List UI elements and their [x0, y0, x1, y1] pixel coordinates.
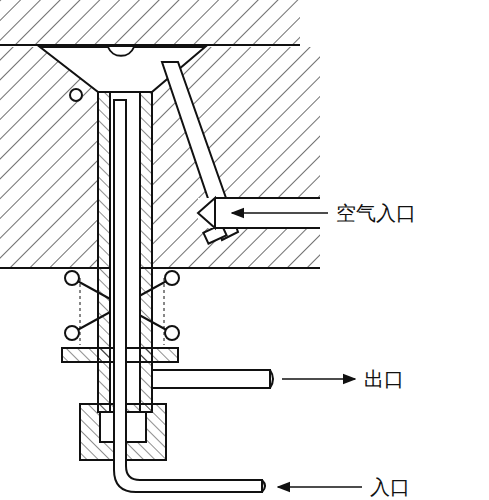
top-plate [0, 0, 300, 44]
air-inlet-arrow [232, 212, 328, 214]
o-ring [70, 89, 82, 101]
inlet-arrow [278, 486, 362, 488]
body-edge [0, 267, 320, 269]
seat-ball [108, 47, 134, 56]
part-label: 出口 [362, 368, 406, 390]
valve-body [0, 47, 320, 268]
inlet-pipe [114, 100, 262, 492]
part-label: 入口 [368, 476, 412, 498]
outlet-pipe [152, 370, 270, 388]
plate-edge [0, 44, 300, 46]
outlet-arrow [282, 378, 355, 380]
inlet-valve [198, 198, 215, 228]
part-label: 空气入口 [334, 202, 418, 224]
